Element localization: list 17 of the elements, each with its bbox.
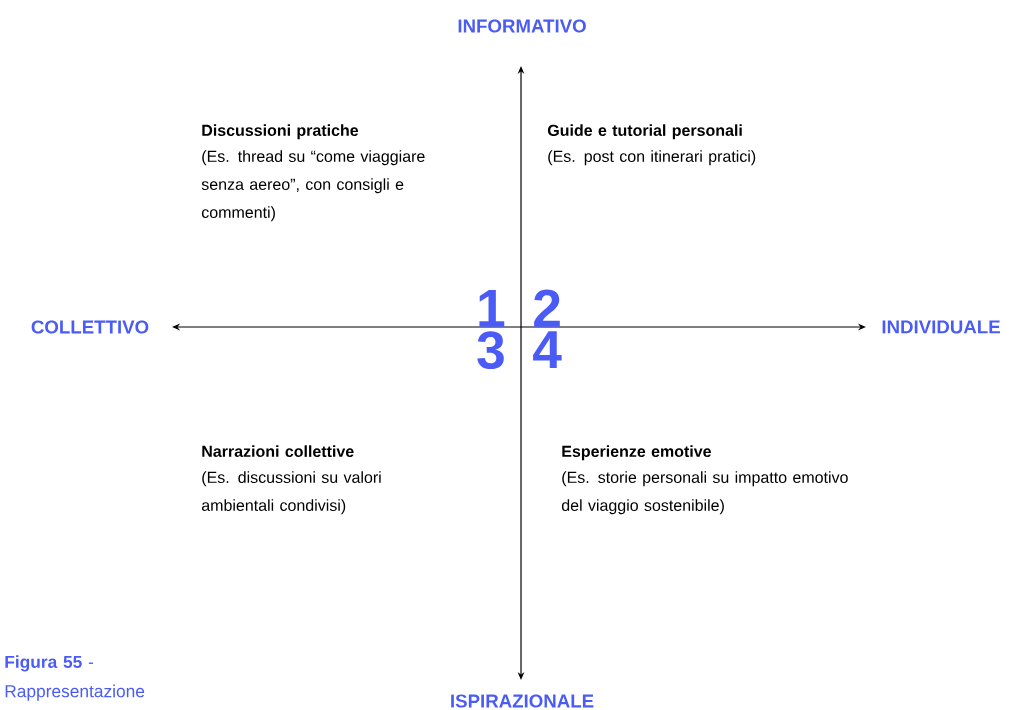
axis-label: INDIVIDUALE [882,320,1000,334]
quadrant-number: 3 [477,331,504,370]
quadrant-description: (Es. discussioni su valori ambientali condivisi) [201,471,381,515]
quadrant-description: (Es. post con itinerari pratici) [548,150,756,166]
figure-caption: Figura 55 - Rappresentazione [5,655,145,701]
axis-label: ISPIRAZIONALE [451,694,594,708]
quadrant-heading: Narrazioni collettive [202,445,354,457]
quadrant-heading: Discussioni pratiche [202,124,359,140]
quadrant-heading: Guide e tutorial personali [547,124,742,140]
quadrant-description: (Es. storie personali su impatto emotivo del viaggio sostenibile) [561,471,848,515]
quadrant-description: (Es. thread su “come viaggiare senza aereo”, con consigli e commenti) [201,150,425,222]
quadrant-heading: Esperienze emotive [562,445,711,461]
quadrant-number: 2 [534,289,560,327]
axis-label: COLLETTIVO [31,320,149,334]
quadrant-number: 4 [533,331,562,368]
quadrant-number: 1 [479,290,505,327]
axis-label: INFORMATIVO [458,19,586,33]
